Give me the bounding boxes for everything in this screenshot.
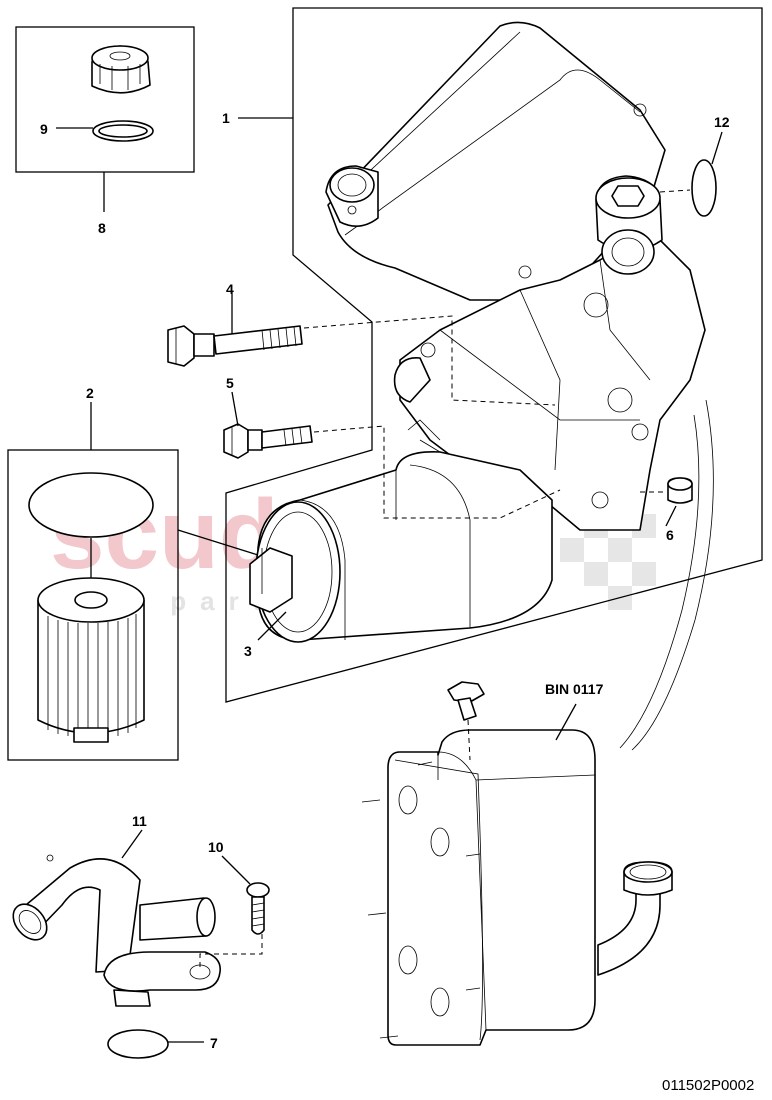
dash-12 [659,189,691,193]
filter-element [37,577,145,743]
callout-10: 10 [208,839,224,855]
dash-10 [199,934,263,970]
bolt-5 [223,423,313,459]
callout-9: 9 [40,121,48,137]
connection-line-b [619,414,700,749]
callouts: 1 2 3 4 5 6 7 8 9 10 11 12 BIN 0117 0115… [40,110,754,1094]
callout-7: 7 [210,1035,218,1051]
cooler-bolt [447,681,485,721]
bolt-4 [167,325,303,367]
leader-12 [711,131,723,165]
kit-frame-8 [15,26,195,173]
callout-8: 8 [98,220,106,236]
leader-6 [665,505,677,527]
diagram-code: 011502P0002 [662,1077,754,1094]
leader-2c [177,529,259,556]
callout-3: 3 [244,643,252,659]
oil-cooler [361,729,673,1046]
leader-10 [221,855,251,885]
leader-3 [257,611,287,641]
leader-bin [555,703,577,741]
dash-bolt [467,719,471,761]
o-ring-12 [691,159,717,217]
bin-label: BIN 0117 [545,681,604,697]
coolant-pipe [12,854,222,1007]
connection-line-a [631,399,714,751]
o-ring-2 [28,472,154,538]
dash-5 [313,425,561,519]
callout-11: 11 [132,813,147,829]
dash-4 [303,315,556,406]
sleeve-6 [667,477,693,504]
screw-10 [246,882,270,935]
callout-2: 2 [86,385,94,401]
callout-4: 4 [226,281,234,297]
callout-6: 6 [666,527,674,543]
seal-ring-9 [92,120,154,142]
callout-12: 12 [714,114,730,130]
leader-5 [231,391,239,427]
kit-frame-2 [7,449,179,761]
leader-11 [121,829,143,859]
assembly-frame-1 [225,7,763,703]
oil-filter-housing [249,21,706,643]
callout-1: 1 [222,110,230,126]
o-ring-7 [107,1029,169,1059]
callout-5: 5 [226,375,234,391]
oil-filler-cap [91,45,151,94]
